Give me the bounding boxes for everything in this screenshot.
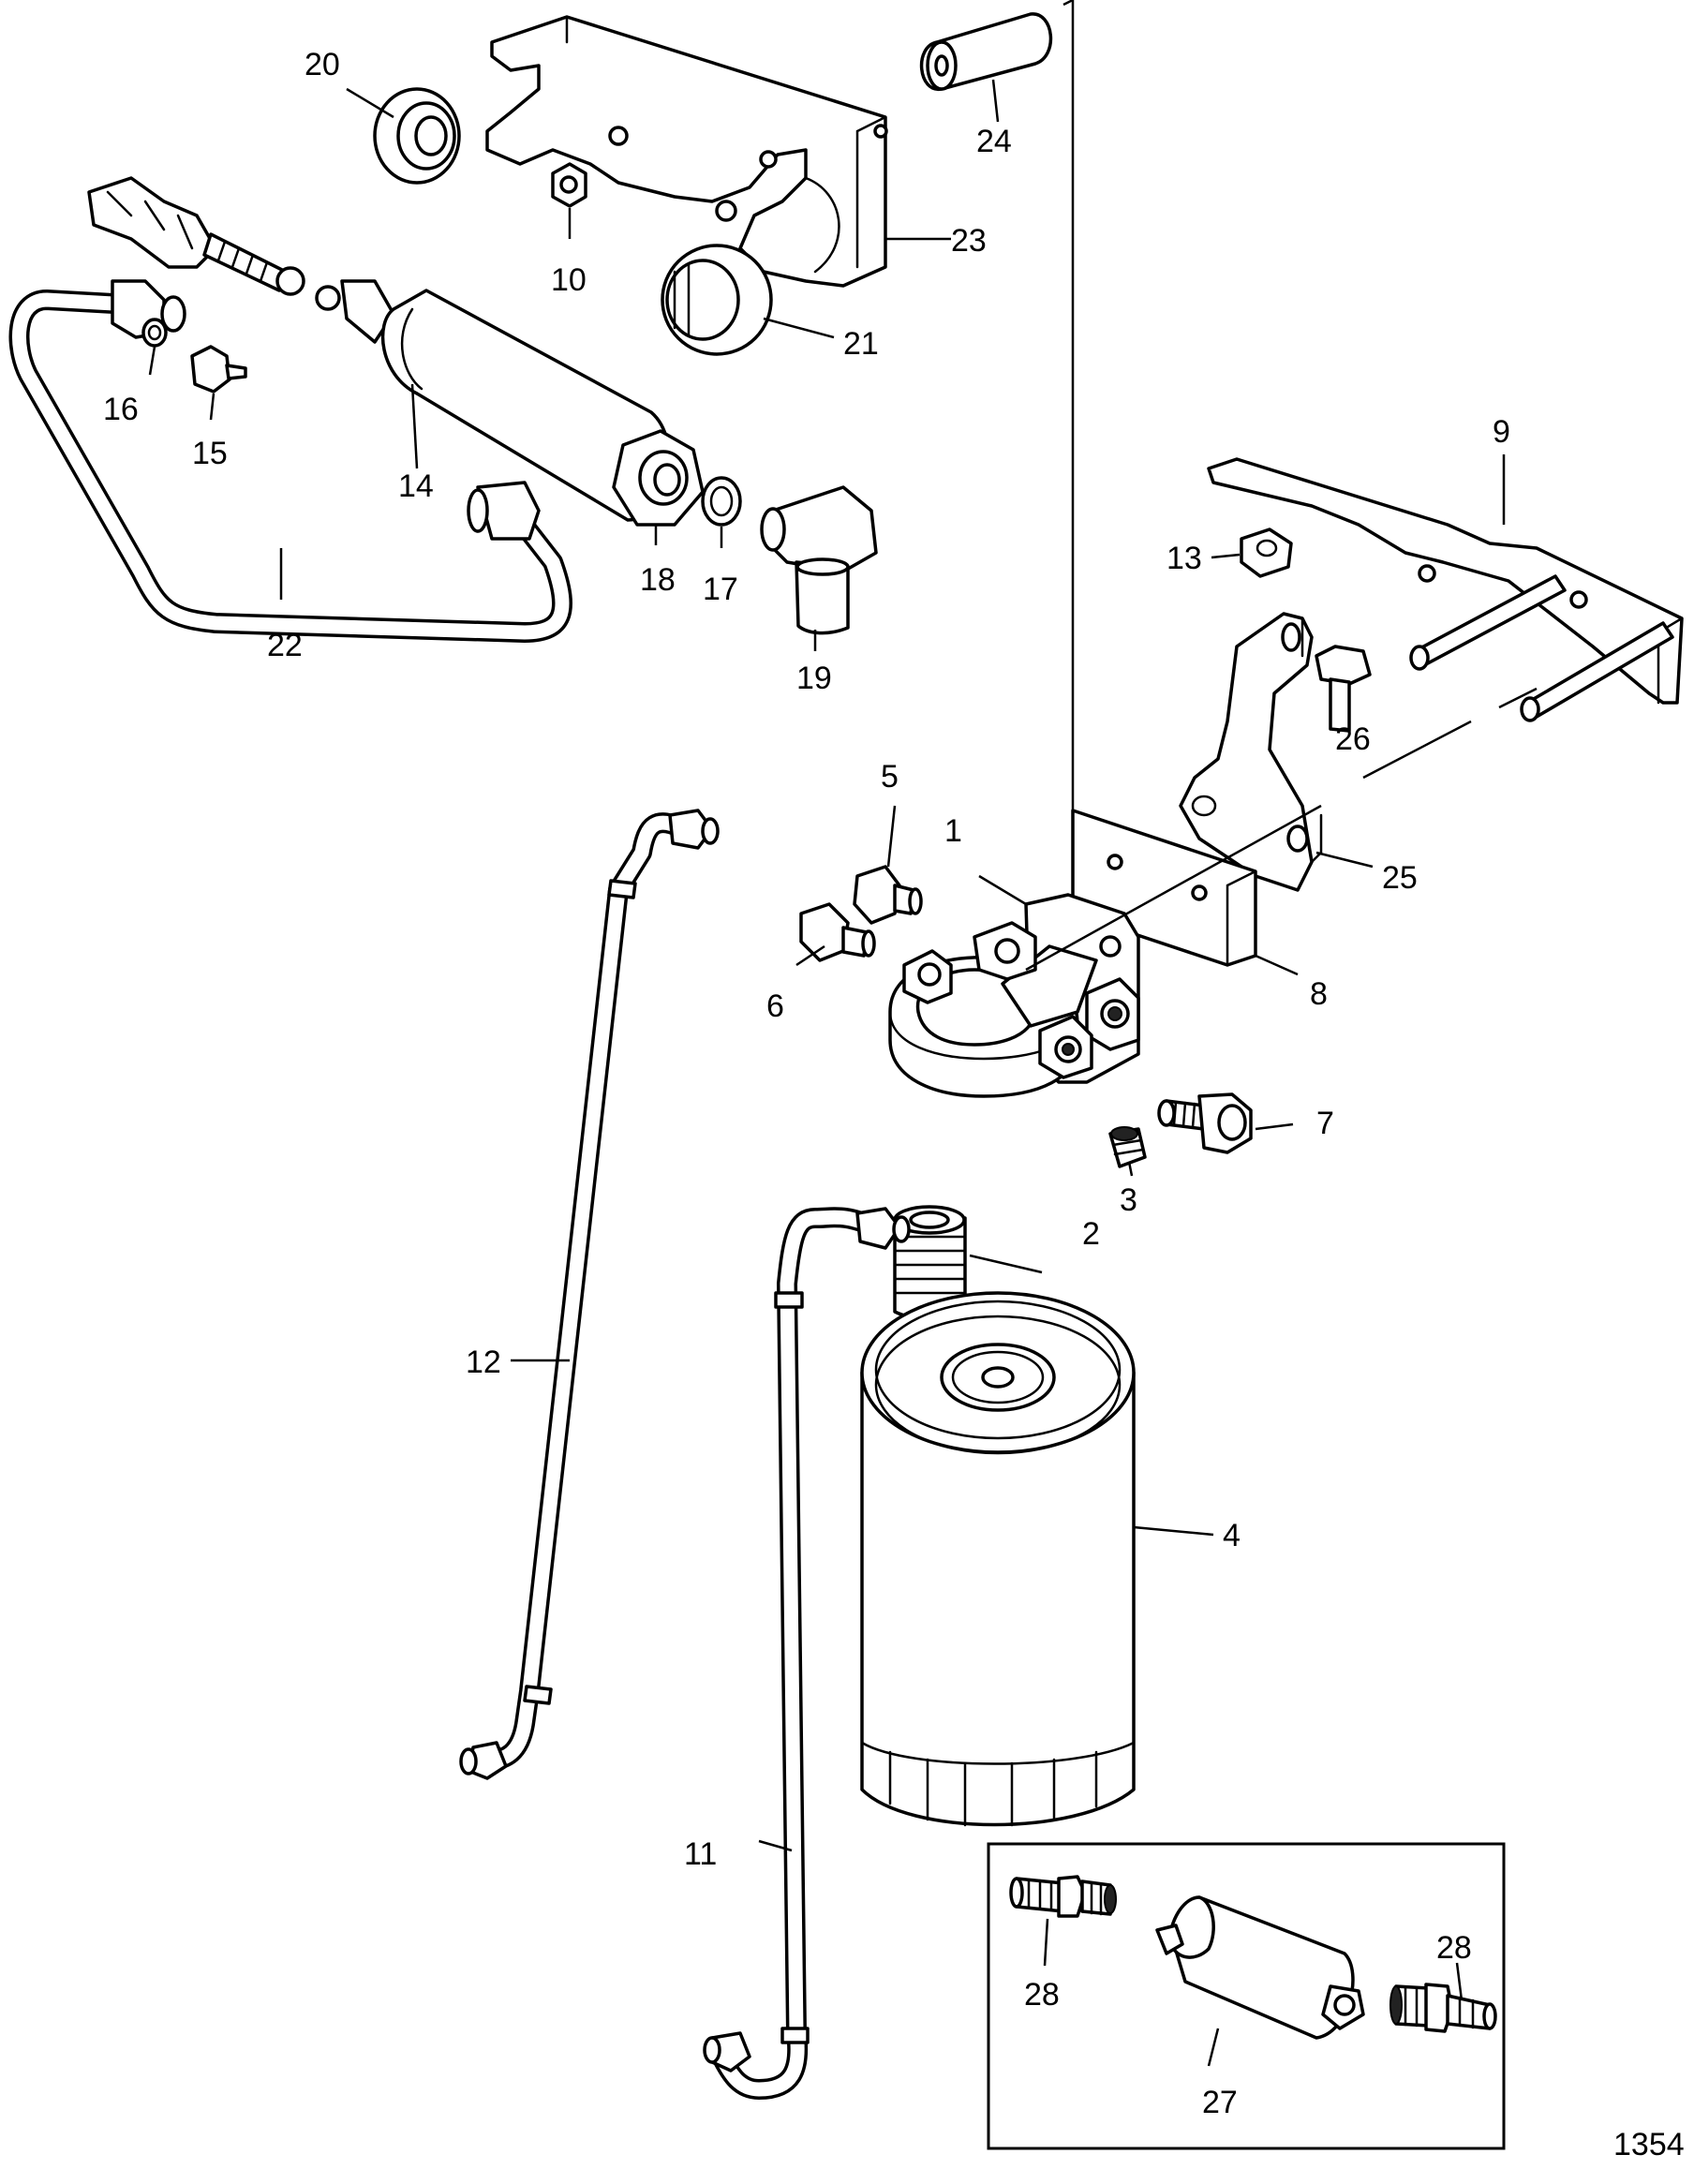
- part-20-grommet: [373, 87, 461, 185]
- part-27-inline-filter: [1155, 1895, 1365, 2040]
- callout-25: 25: [1382, 860, 1418, 896]
- part-28-barb-fitting-left: [1009, 1875, 1117, 1918]
- part-9-bracket: [1207, 457, 1684, 722]
- part-6-fitting: [799, 902, 876, 962]
- callout-16: 16: [103, 392, 139, 427]
- part-4-filter: [860, 1291, 1136, 1827]
- callout-15: 15: [192, 436, 228, 471]
- part-28-barb-fitting-right: [1389, 1983, 1497, 2033]
- part-23-bracket: [485, 15, 888, 288]
- callout-6: 6: [766, 988, 784, 1024]
- callout-4: 4: [1223, 1518, 1241, 1553]
- part-21-grommet: [661, 244, 773, 356]
- part-12-fuel-line: [459, 809, 720, 1780]
- callout-3: 3: [1120, 1182, 1137, 1218]
- part-17-o-ring: [701, 476, 742, 527]
- part-26-bolt: [1315, 645, 1372, 733]
- callout-22: 22: [267, 628, 303, 663]
- assembly-lines: [1025, 0, 1538, 972]
- part-22-fuel-line: [8, 279, 572, 643]
- callout-28-right: 28: [1436, 1930, 1472, 1966]
- callout-19: 19: [796, 661, 832, 696]
- callout-17: 17: [703, 572, 738, 607]
- part-13-nut: [1240, 527, 1293, 578]
- leader-lines: [148, 79, 1506, 2067]
- callout-13: 13: [1166, 541, 1202, 576]
- callout-21: 21: [843, 326, 879, 362]
- part-7-fitting: [1157, 1092, 1253, 1154]
- callout-24: 24: [976, 124, 1012, 159]
- part-11-fuel-line: [703, 1207, 911, 2100]
- callout-labels: 1 2 3 4 5 6 7 8 9 10 11 12 13 14 15 16 1…: [103, 47, 1685, 2162]
- callout-2: 2: [1082, 1216, 1100, 1252]
- part-19-elbow: [760, 485, 878, 635]
- callout-7: 7: [1316, 1106, 1334, 1141]
- callout-28-left: 28: [1024, 1977, 1060, 2013]
- part-15-fitting: [190, 345, 247, 394]
- callout-27: 27: [1202, 2085, 1238, 2120]
- part-16-o-ring: [141, 318, 168, 348]
- callout-20: 20: [305, 47, 340, 82]
- part-5-fitting: [853, 865, 923, 925]
- callout-1: 1: [944, 813, 962, 849]
- part-24-sleeve: [919, 12, 1052, 91]
- part-14-fuel-pump: [87, 176, 705, 527]
- callout-9: 9: [1493, 414, 1510, 450]
- part-25-bracket: [1179, 612, 1323, 892]
- callout-12: 12: [466, 1345, 501, 1380]
- part-10-nut: [551, 162, 587, 208]
- part-2-nipple: [893, 1205, 967, 1321]
- callout-26: 26: [1335, 721, 1371, 757]
- callout-23: 23: [951, 223, 987, 259]
- callout-10: 10: [551, 262, 587, 298]
- part-3-plug: [1108, 1126, 1147, 1168]
- callout-5: 5: [881, 759, 899, 795]
- inset-box: [987, 1842, 1506, 2150]
- part-1-filter-head: [888, 893, 1140, 1098]
- callout-14: 14: [398, 468, 434, 504]
- callout-11: 11: [684, 1836, 717, 1872]
- figure-number: 1354: [1613, 2127, 1685, 2162]
- callout-18: 18: [640, 562, 676, 598]
- callout-8: 8: [1310, 976, 1328, 1012]
